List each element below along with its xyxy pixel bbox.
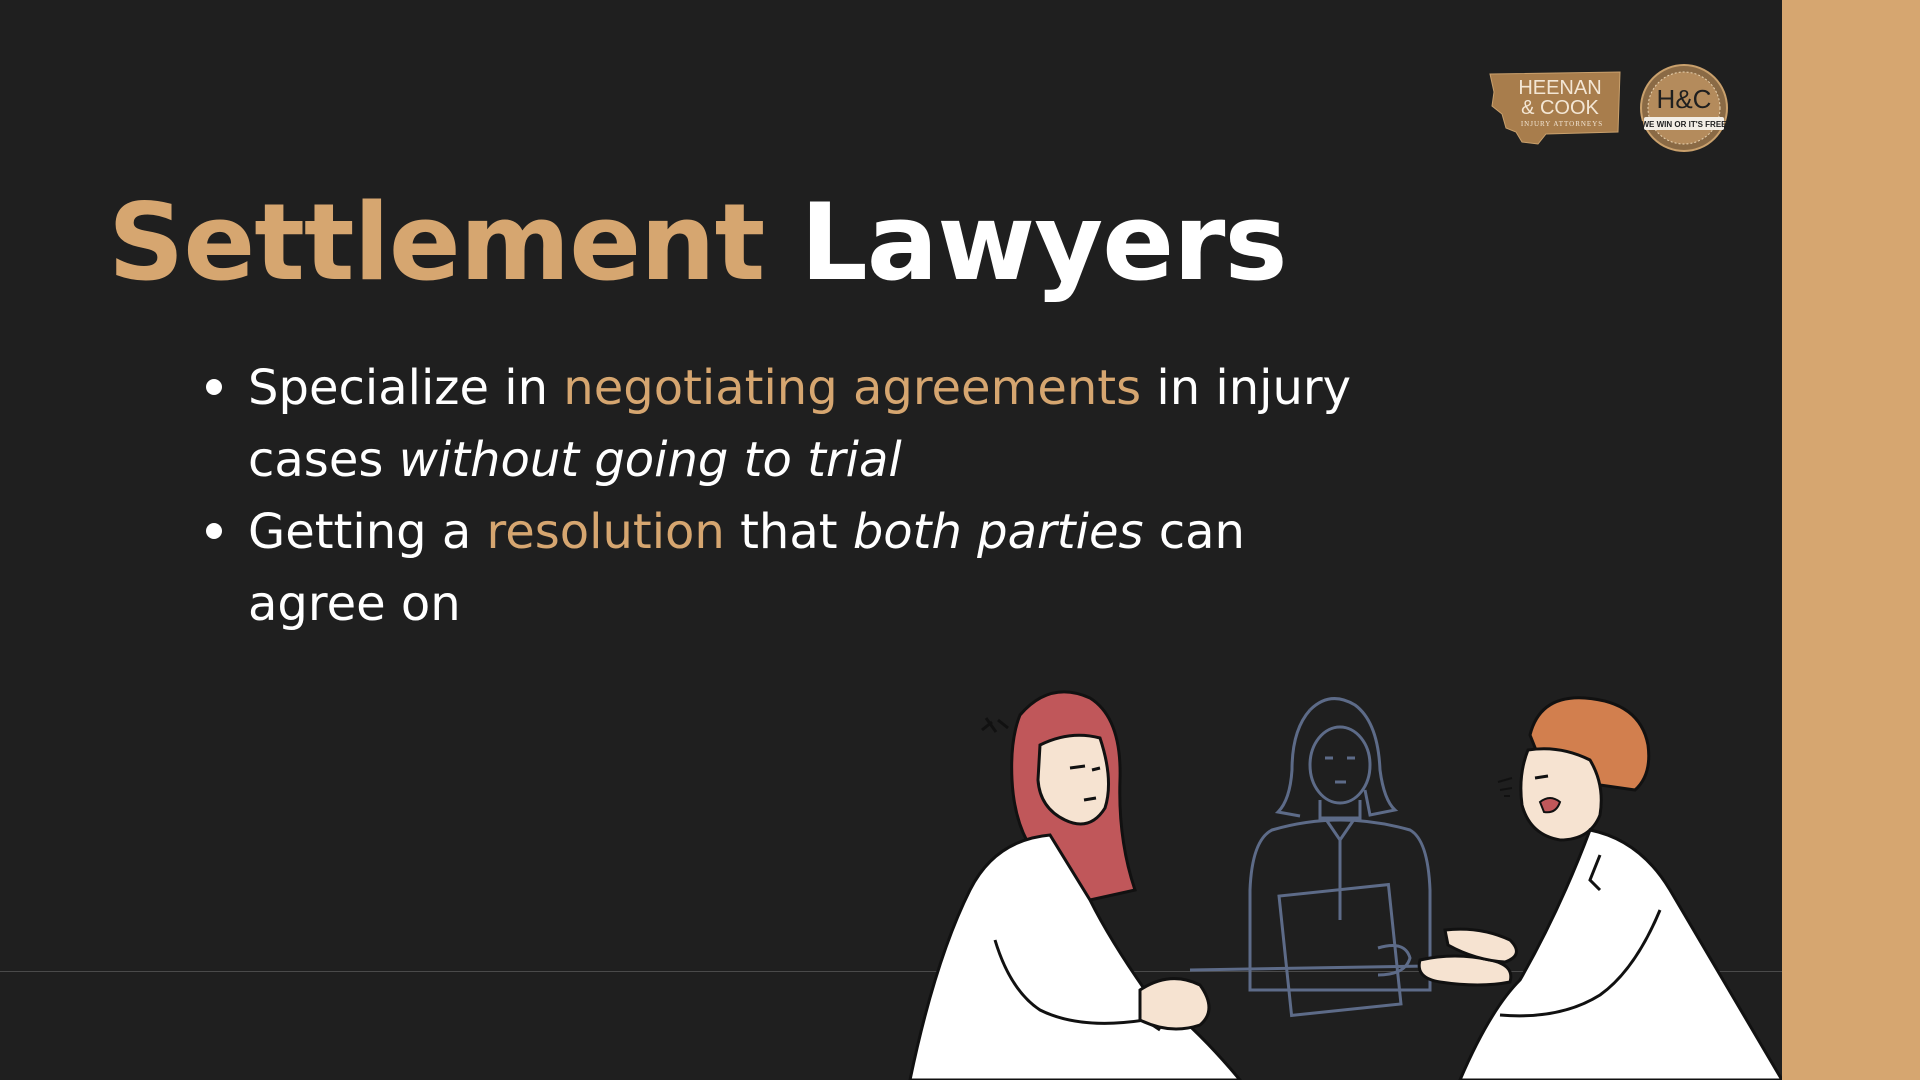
heenan-cook-logo-icon: HEENAN & COOK INJURY ATTORNEYS H&C WE WI… [1489,64,1728,152]
company-logo: HEENAN & COOK INJURY ATTORNEYS H&C WE WI… [1486,62,1736,162]
bullet-highlight: negotiating agreements [563,360,1142,416]
badge-tagline: WE WIN OR IT'S FREE [1641,120,1727,129]
bullet-dot-icon [206,379,222,395]
bullet-segment: that [724,504,853,560]
logo-brand-line1: HEENAN [1518,77,1601,99]
bullet-segment: Getting a [248,504,487,560]
bullet-highlight: resolution [486,504,725,560]
man-figure-icon [1417,696,1784,1080]
bullet-item: Specialize in negotiating agreements in … [204,352,1354,496]
title-accent-word: Settlement [108,181,765,304]
accent-side-bar [1782,0,1920,1080]
title-plain-word: Lawyers [800,181,1287,304]
bullet-item: Getting a resolution that both parties c… [204,496,1354,640]
bullet-list: Specialize in negotiating agreements in … [204,352,1354,640]
divider-line [0,971,1782,972]
bullet-dot-icon [206,523,222,539]
bullet-segment: can agree on [248,504,1245,632]
woman-figure-icon [908,690,1242,1080]
bullet-segment: in injury cases [248,360,1352,488]
logo-brand-sub: INJURY ATTORNEYS [1521,120,1603,128]
badge-initials: H&C [1657,84,1712,114]
bullet-italic: both parties [852,504,1144,560]
bullet-segment: Specialize in [248,360,564,416]
mediation-illustration [900,690,1784,1080]
slide-title: Settlement Lawyers [108,178,1288,308]
bullet-italic: without going to trial [398,432,902,488]
mediation-scene-illustration-icon [908,690,1784,1080]
logo-brand-line2: & COOK [1521,97,1599,119]
